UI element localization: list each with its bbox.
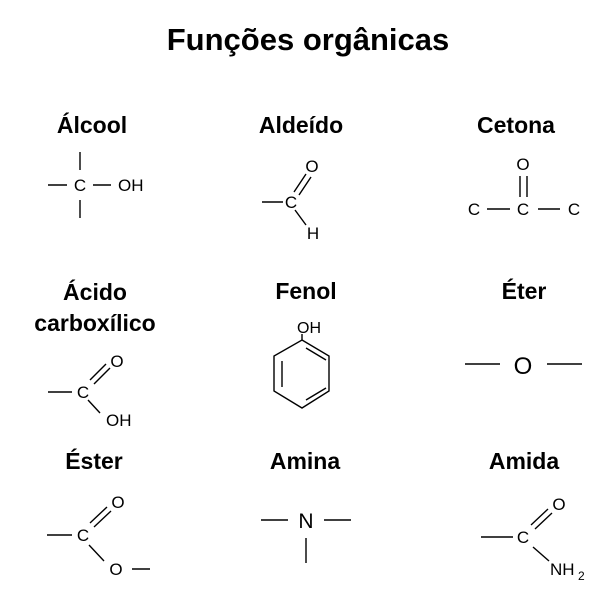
ester-bond-o xyxy=(89,545,104,561)
amina-atom-n: N xyxy=(298,510,313,533)
amida-atom-o: O xyxy=(552,495,565,514)
amida-double-bond-a xyxy=(531,509,548,525)
ester-atom-o-double: O xyxy=(111,493,124,512)
ester-double-bond-a xyxy=(90,507,107,523)
amida-atom-nh-subscript: 2 xyxy=(578,569,585,583)
aldeido-atom-o: O xyxy=(305,157,318,176)
ester-structure xyxy=(47,507,150,569)
alcool-atom-oh: OH xyxy=(118,176,144,195)
aldeido-atom-c: C xyxy=(285,193,297,212)
aldeido-double-bond-b xyxy=(299,177,311,195)
cetona-atom-o: O xyxy=(516,155,529,174)
amida-atom-nh: NH xyxy=(550,560,575,579)
acido-atom-c: C xyxy=(77,383,89,402)
amida-atom-c: C xyxy=(517,528,529,547)
ester-atom-c: C xyxy=(77,526,89,545)
aldeido-bond-h xyxy=(295,210,306,225)
cetona-atom-c-left: C xyxy=(468,200,480,219)
ester-double-bond-b xyxy=(94,511,111,527)
fenol-atom-oh: OH xyxy=(297,320,321,337)
ester-atom-o-single: O xyxy=(109,560,122,579)
aldeido-double-bond-a xyxy=(294,174,306,192)
acido-atom-oh: OH xyxy=(106,411,132,430)
cetona-atom-c-right: C xyxy=(568,200,580,219)
aldeido-atom-h: H xyxy=(307,224,319,243)
fenol-inner-bond-top xyxy=(306,348,326,360)
fenol-structure xyxy=(274,334,329,408)
acido-bond-oh xyxy=(88,400,100,413)
amida-double-bond-b xyxy=(535,513,552,529)
amida-bond-n xyxy=(533,547,549,561)
alcool-atom-c: C xyxy=(74,176,86,195)
acido-double-bond-a xyxy=(90,364,106,380)
acido-double-bond-b xyxy=(94,368,110,384)
eter-atom-o: O xyxy=(514,353,533,380)
cetona-atom-c-center: C xyxy=(517,200,529,219)
acido-atom-o: O xyxy=(110,352,123,371)
